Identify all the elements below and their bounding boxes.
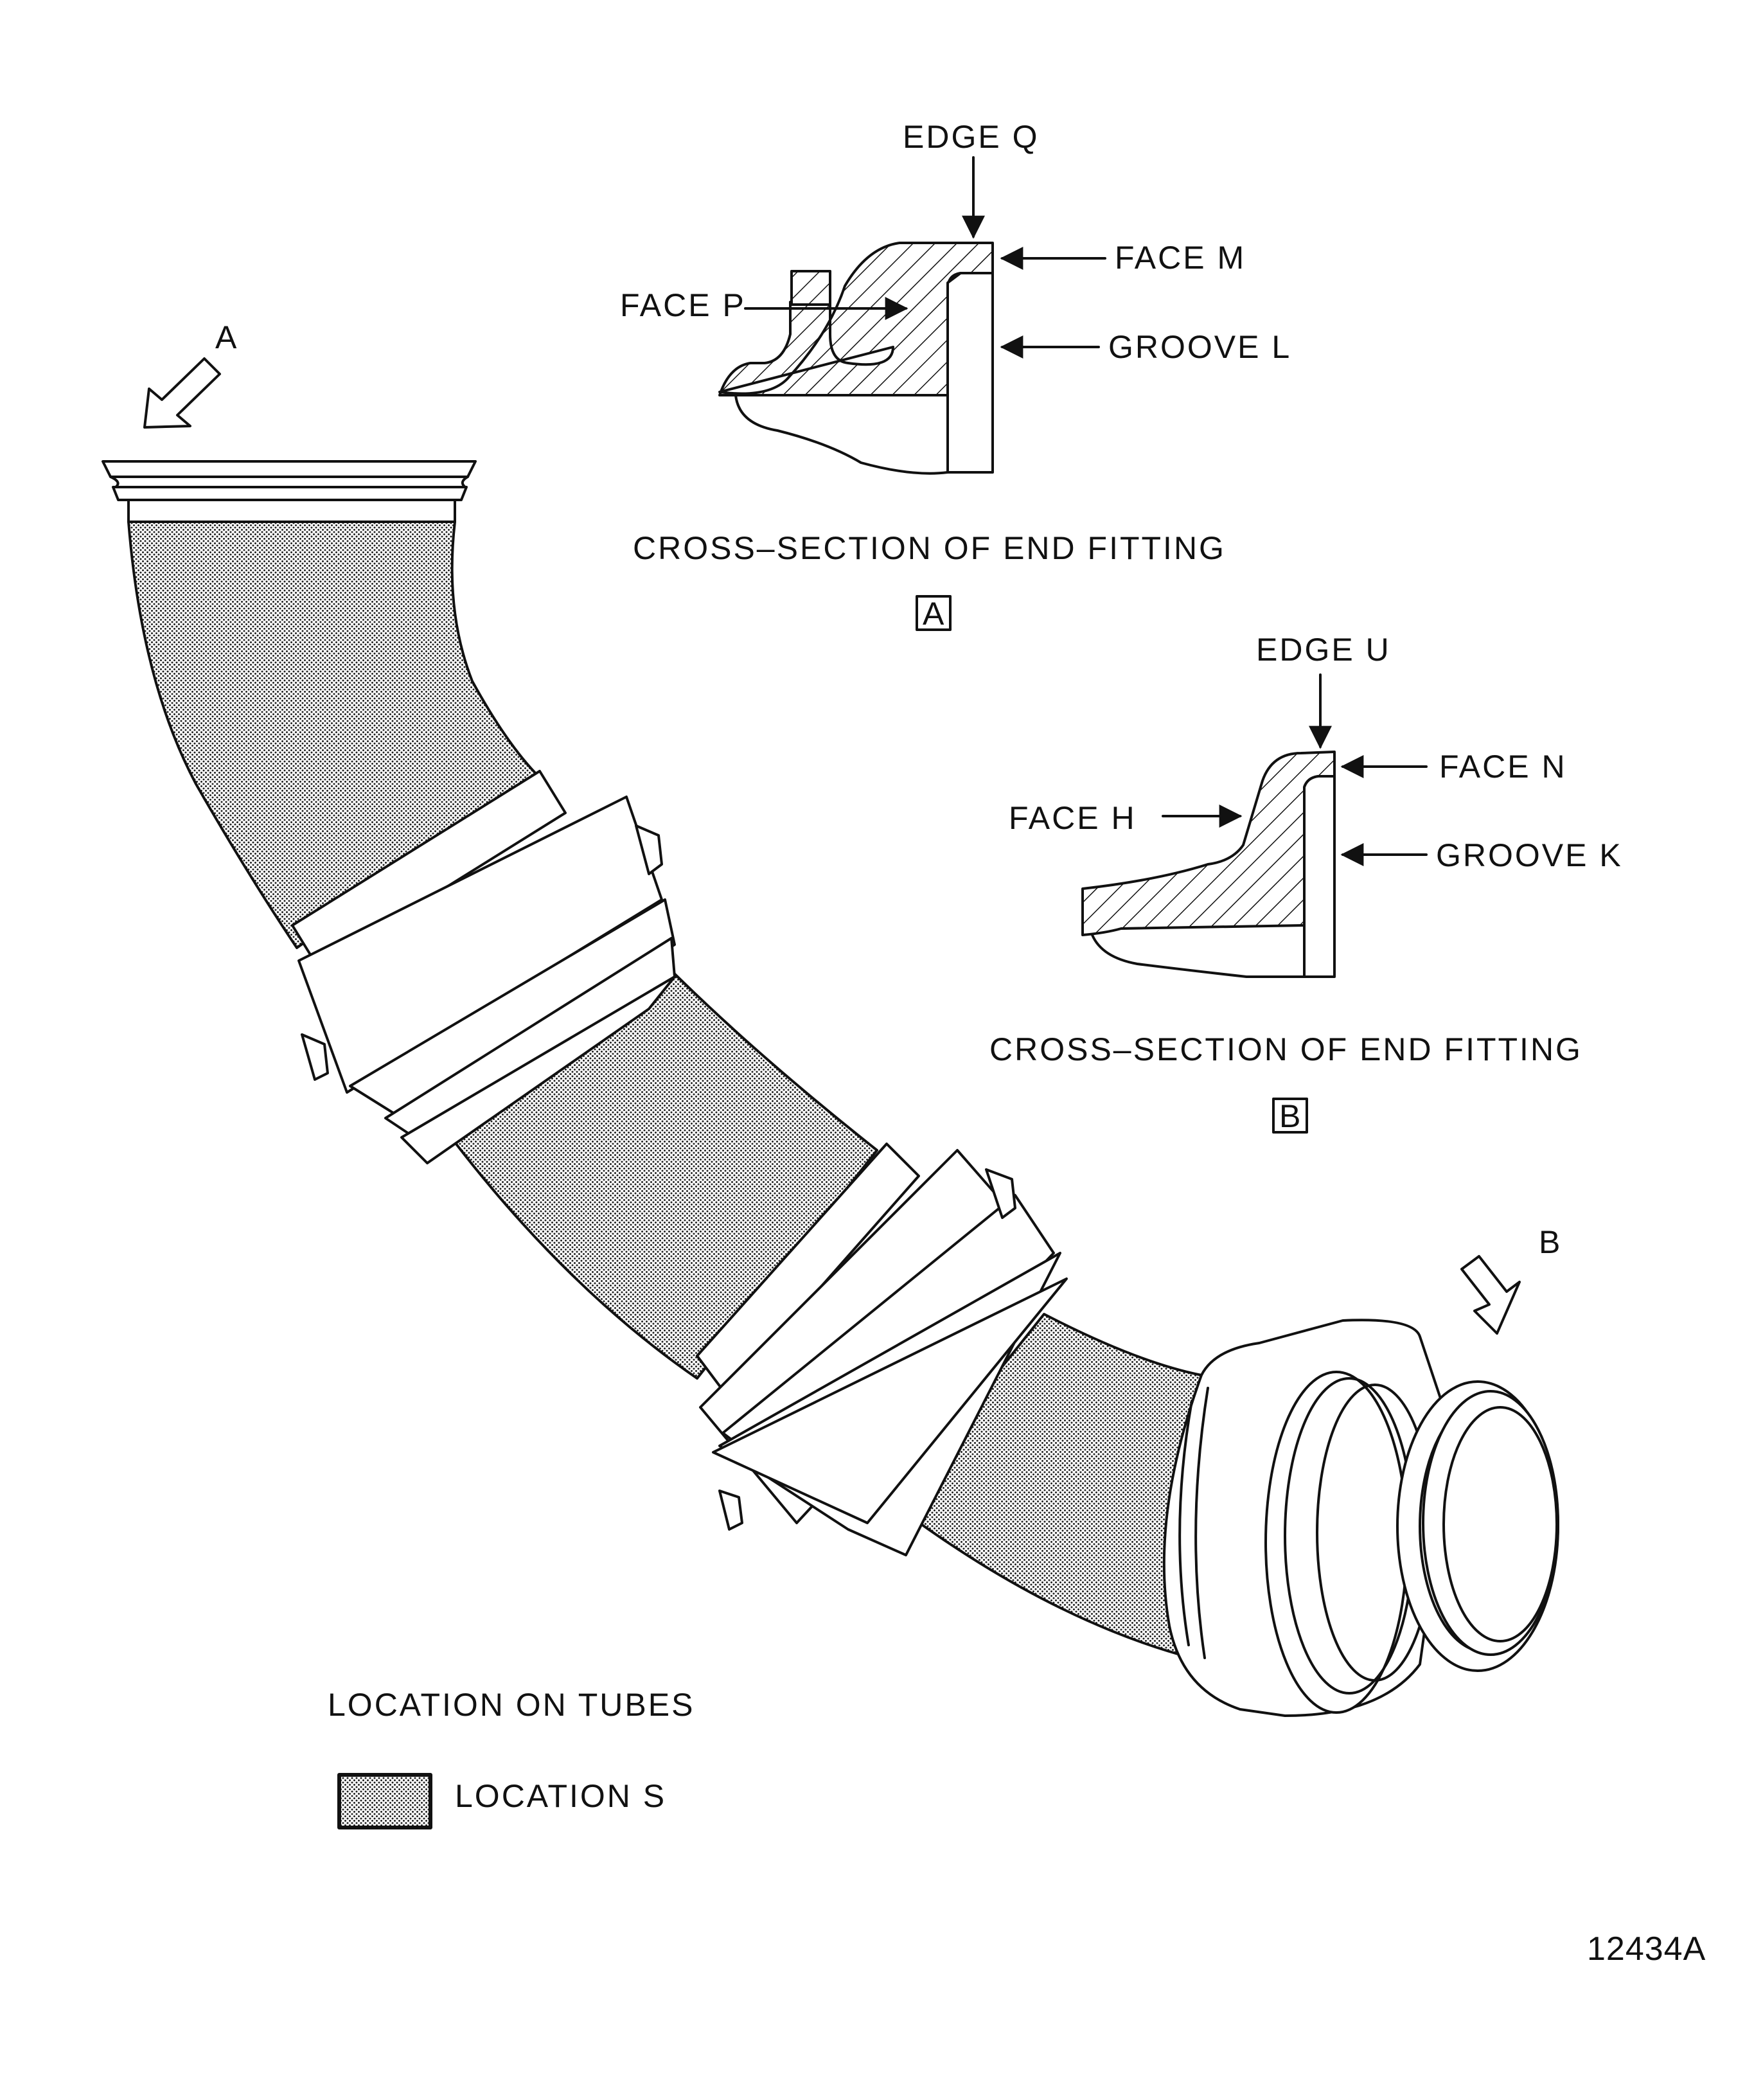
section-b-groove-label: GROOVE K	[1436, 837, 1623, 873]
section-a-ref-box	[916, 595, 952, 631]
legend-title: LOCATION ON TUBES	[328, 1687, 695, 1723]
section-a-groove-label: GROOVE L	[1108, 329, 1291, 365]
view-arrow-a-label: A	[215, 319, 238, 355]
section-a-edge-label: EDGE Q	[903, 119, 1039, 155]
section-b-ref-label: B	[1279, 1098, 1302, 1134]
upper-coupling	[291, 770, 676, 1164]
section-a-face-top-label: FACE M	[1115, 240, 1246, 276]
section-b-edge-label: EDGE U	[1256, 632, 1391, 668]
legend: LOCATION ON TUBES LOCATION S	[328, 1687, 695, 1829]
section-b: EDGE U FACE N FACE H GROOVE K CROSS–SECT…	[989, 632, 1623, 1134]
section-b-break	[1091, 934, 1306, 978]
section-b-face-side-label: FACE H	[1009, 800, 1137, 836]
section-b-ref-box	[1272, 1098, 1308, 1134]
section-a-caption: CROSS–SECTION OF END FITTING	[633, 530, 1226, 566]
section-b-face-top-label: FACE N	[1439, 749, 1567, 785]
view-arrow-b: B	[1460, 1224, 1562, 1335]
figure-number: 12434A	[1587, 1930, 1706, 1968]
lower-coupling	[696, 1143, 1068, 1556]
end-fitting-b	[1162, 1319, 1559, 1717]
section-a: EDGE Q FACE M FACE P GROOVE L CROSS–SECT…	[620, 119, 1291, 632]
legend-item-label: LOCATION S	[455, 1778, 666, 1814]
section-a-break	[734, 394, 949, 475]
section-a-stub	[790, 270, 831, 306]
top-flange	[102, 460, 477, 523]
section-b-profile	[1081, 751, 1336, 936]
section-a-groove	[946, 272, 994, 474]
section-a-ref-label: A	[923, 596, 946, 632]
section-b-groove	[1303, 775, 1336, 978]
section-a-face-side-label: FACE P	[620, 287, 746, 323]
tube-assembly: A B	[102, 319, 1562, 1717]
section-b-caption: CROSS–SECTION OF END FITTING	[989, 1031, 1582, 1067]
view-arrow-b-label: B	[1539, 1224, 1562, 1260]
view-arrow-a: A	[143, 319, 238, 429]
tube-section-lower	[892, 1313, 1203, 1659]
legend-swatch	[337, 1773, 432, 1829]
